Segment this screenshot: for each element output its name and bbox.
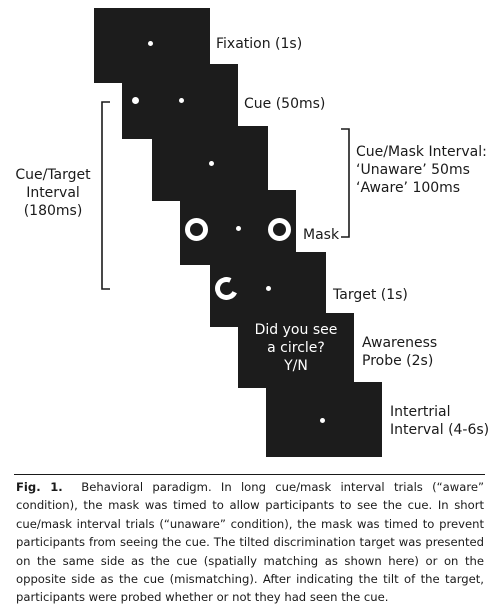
figure-caption: Fig. 1. Behavioral paradigm. In long cue… <box>16 478 484 607</box>
fixation-dot <box>320 418 325 423</box>
paradigm-diagram: Fixation (1s) Cue (50ms) Mask Target (1s… <box>8 8 489 457</box>
probe-label-line-1: Awareness <box>362 335 438 351</box>
fixation-dot <box>236 226 241 231</box>
cue-target-interval-label: Cue/Target Interval (180ms) <box>8 166 98 220</box>
figure-number: Fig. 1. <box>16 480 63 494</box>
cue-mask-interval-label: Cue/Mask Interval: ‘Unaware’ 50ms ‘Aware… <box>356 143 487 197</box>
cue-mask-bracket <box>341 128 350 238</box>
ct-line-2: Interval <box>26 185 80 201</box>
mask-screen <box>180 190 296 265</box>
brackets <box>101 101 350 290</box>
caption-divider <box>14 474 485 475</box>
cue-dot <box>132 97 139 104</box>
cue-label: Cue (50ms) <box>244 96 326 112</box>
ct-line-1: Cue/Target <box>15 167 91 183</box>
fixation-dot <box>209 161 214 166</box>
target-label: Target (1s) <box>333 287 408 303</box>
intertrial-label: Intertrial Interval (4-6s) <box>390 403 489 439</box>
probe-line-2: a circle? <box>267 340 325 356</box>
probe-screen: Did you see a circle? Y/N <box>238 313 354 388</box>
cue-target-bracket <box>101 101 110 290</box>
fixation-dot <box>266 286 271 291</box>
probe-question: Did you see a circle? Y/N <box>238 321 354 375</box>
interval-screen <box>152 126 268 201</box>
mask-label: Mask <box>303 227 340 243</box>
caption-text: Behavioral paradigm. In long cue/mask in… <box>16 480 484 605</box>
cm-line-1: Cue/Mask Interval: <box>356 144 487 160</box>
probe-line-3: Y/N <box>284 358 308 374</box>
fixation-label: Fixation (1s) <box>216 36 303 52</box>
probe-line-1: Did you see <box>254 322 338 338</box>
mask-ring-left <box>185 218 208 241</box>
cm-line-2: ‘Unaware’ 50ms <box>356 162 470 178</box>
fixation-dot <box>179 98 184 103</box>
fixation-dot <box>148 41 153 46</box>
intertrial-label-line-1: Intertrial <box>390 404 451 420</box>
ct-line-3: (180ms) <box>23 203 83 219</box>
target-ring <box>211 273 242 304</box>
cm-line-3: ‘Aware’ 100ms <box>356 180 461 196</box>
intertrial-label-line-2: Interval (4-6s) <box>390 422 490 438</box>
mask-ring-right <box>268 218 291 241</box>
probe-label: Awareness Probe (2s) <box>362 334 437 370</box>
intertrial-screen <box>266 382 382 457</box>
probe-label-line-2: Probe (2s) <box>362 353 434 369</box>
